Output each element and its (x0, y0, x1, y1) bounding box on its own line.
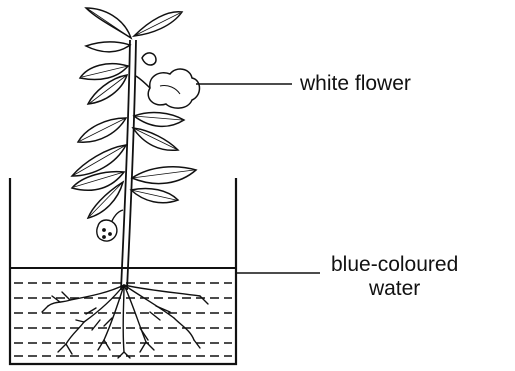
leaf (86, 42, 130, 52)
water-label-line-1: blue-coloured (331, 253, 458, 277)
leaf (132, 167, 196, 184)
roots (42, 285, 208, 358)
small-fruit (97, 210, 123, 241)
blue-coloured-water-label: blue-coloured water (331, 253, 458, 301)
flower-bud (142, 53, 156, 65)
white-flower (136, 53, 200, 108)
white-flower-label: white flower (300, 72, 411, 96)
water-label-line-2: water (331, 277, 458, 301)
label-pointers (196, 84, 320, 273)
